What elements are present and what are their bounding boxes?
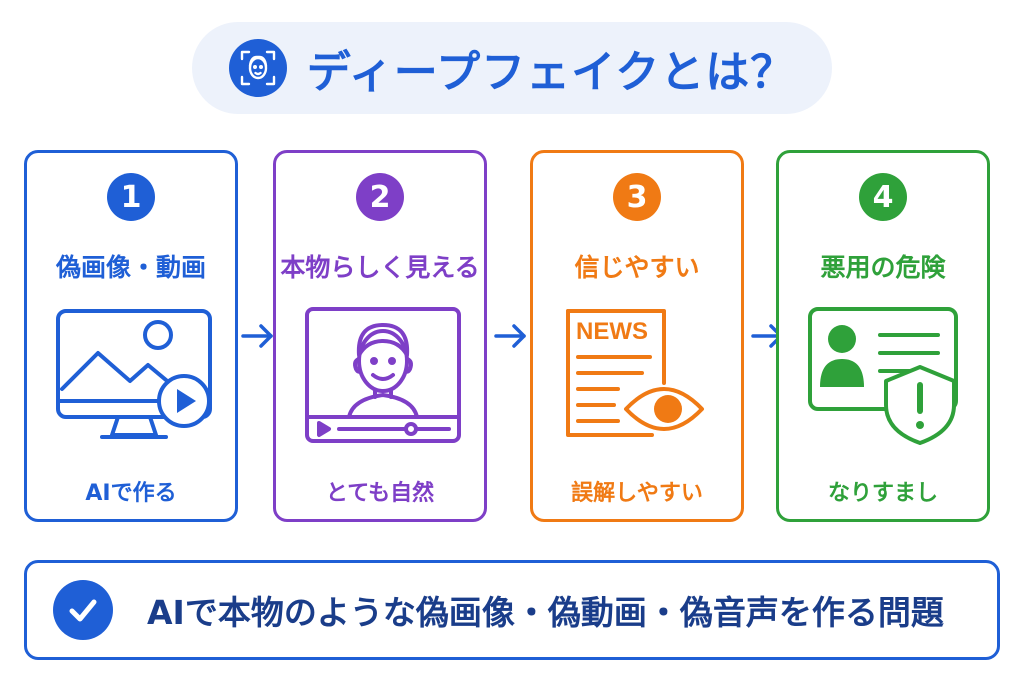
step-subtitle-4: なりすまし (827, 481, 938, 506)
step-number-3: 3 (613, 173, 661, 221)
step-number-1: 1 (107, 173, 155, 221)
id-card-shield-icon (808, 307, 958, 445)
step-card-1: 1 偽画像・動画 AIで作る (24, 150, 238, 522)
news-label: NEWS (576, 318, 648, 345)
step-card-3: 3 信じやすい NEWS 誤解しやすい (530, 150, 744, 522)
step-card-4: 4 悪用の危険 なりすまし (776, 150, 990, 522)
title-banner: ディープフェイクとは？ (192, 22, 832, 114)
step-number-4: 4 (859, 173, 907, 221)
arrow-right-icon (241, 324, 273, 348)
news-eye-icon: NEWS (566, 309, 704, 437)
step-title-2: 本物らしく見える (280, 253, 480, 282)
step-title-1: 偽画像・動画 (55, 253, 206, 282)
step-card-2: 2 本物らしく見える とても自然 (273, 150, 487, 522)
step-title-3: 信じやすい (574, 253, 700, 282)
video-face-player-icon (305, 307, 461, 443)
page-title: ディープフェイクとは？ (306, 47, 796, 98)
arrow-right-icon (494, 324, 526, 348)
step-title-4: 悪用の危険 (820, 253, 946, 282)
summary-text: AIで本物のような偽画像・偽動画・偽音声を作る問題 (147, 593, 944, 632)
face-scan-icon (228, 39, 287, 97)
step-subtitle-2: とても自然 (325, 481, 435, 506)
monitor-image-play-icon (56, 309, 212, 439)
step-subtitle-1: AIで作る (85, 481, 177, 506)
summary-box: AIで本物のような偽画像・偽動画・偽音声を作る問題 (24, 560, 1000, 660)
check-circle-icon (53, 580, 113, 640)
step-number-2: 2 (356, 173, 404, 221)
step-subtitle-3: 誤解しやすい (571, 481, 703, 506)
